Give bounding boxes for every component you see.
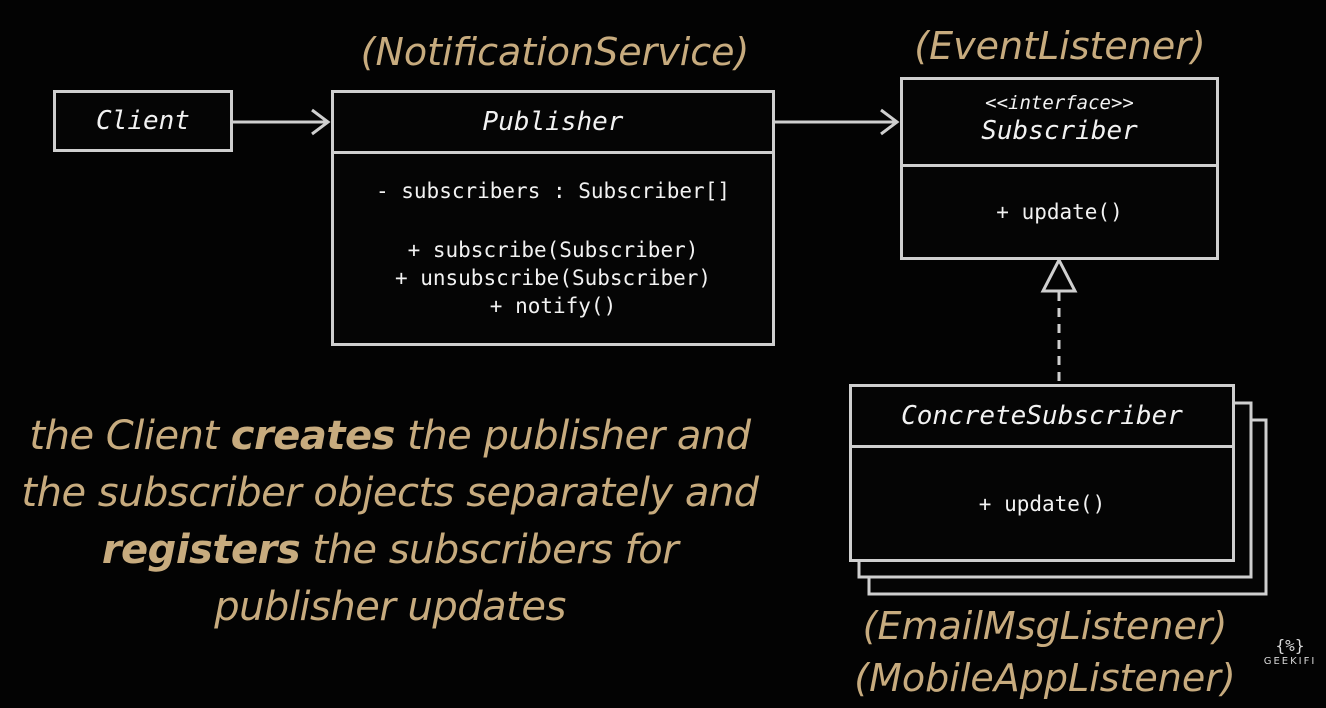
- publisher-method-notify: + notify(): [489, 294, 617, 318]
- publisher-to-subscriber-arrowhead: [880, 108, 900, 136]
- client-box: Client: [53, 90, 233, 152]
- concrete-name: ConcreteSubscriber: [901, 401, 1183, 431]
- concrete-subscriber-box: ConcreteSubscriber + update(): [849, 384, 1235, 562]
- publisher-alias: (NotificationService): [360, 30, 750, 74]
- watermark: {%} GEEKIFI: [1254, 636, 1326, 667]
- caption-emphasis-registers: registers: [101, 527, 301, 573]
- client-name: Client: [96, 106, 190, 136]
- concrete-method: + update(): [978, 492, 1106, 516]
- concrete-alias-email: (EmailMsgListener): [862, 604, 1228, 648]
- caption-part: the Client: [29, 413, 231, 459]
- caption-emphasis-creates: creates: [230, 413, 396, 459]
- subscriber-name: Subscriber: [981, 116, 1138, 146]
- caption-part: the subscribers for publisher updates: [214, 527, 679, 630]
- watermark-logo-icon: {%}: [1275, 636, 1305, 655]
- concrete-alias-mobile: (MobileAppListener): [854, 656, 1236, 700]
- caption-part: the publisher and the subscriber objects…: [21, 413, 759, 516]
- publisher-divider: [334, 151, 772, 154]
- realization-triangle-icon: [1040, 256, 1078, 293]
- concrete-divider: [852, 445, 1232, 448]
- publisher-name: Publisher: [482, 107, 624, 137]
- publisher-method-subscribe: + subscribe(Subscriber): [407, 238, 699, 262]
- watermark-text: GEEKIFI: [1263, 656, 1317, 667]
- publisher-method-unsubscribe: + unsubscribe(Subscriber): [394, 266, 712, 290]
- publisher-box: Publisher - subscribers : Subscriber[] +…: [331, 90, 775, 346]
- subscriber-method: + update(): [996, 200, 1123, 224]
- subscriber-alias: (EventListener): [914, 24, 1206, 68]
- publisher-field: - subscribers : Subscriber[]: [375, 179, 730, 203]
- subscriber-stereotype: <<interface>>: [985, 92, 1134, 114]
- subscriber-box: <<interface>> Subscriber + update(): [900, 77, 1219, 260]
- client-to-publisher-arrowhead: [311, 108, 331, 136]
- subscriber-divider: [903, 164, 1216, 167]
- caption-text: the Client creates the publisher and the…: [20, 408, 760, 636]
